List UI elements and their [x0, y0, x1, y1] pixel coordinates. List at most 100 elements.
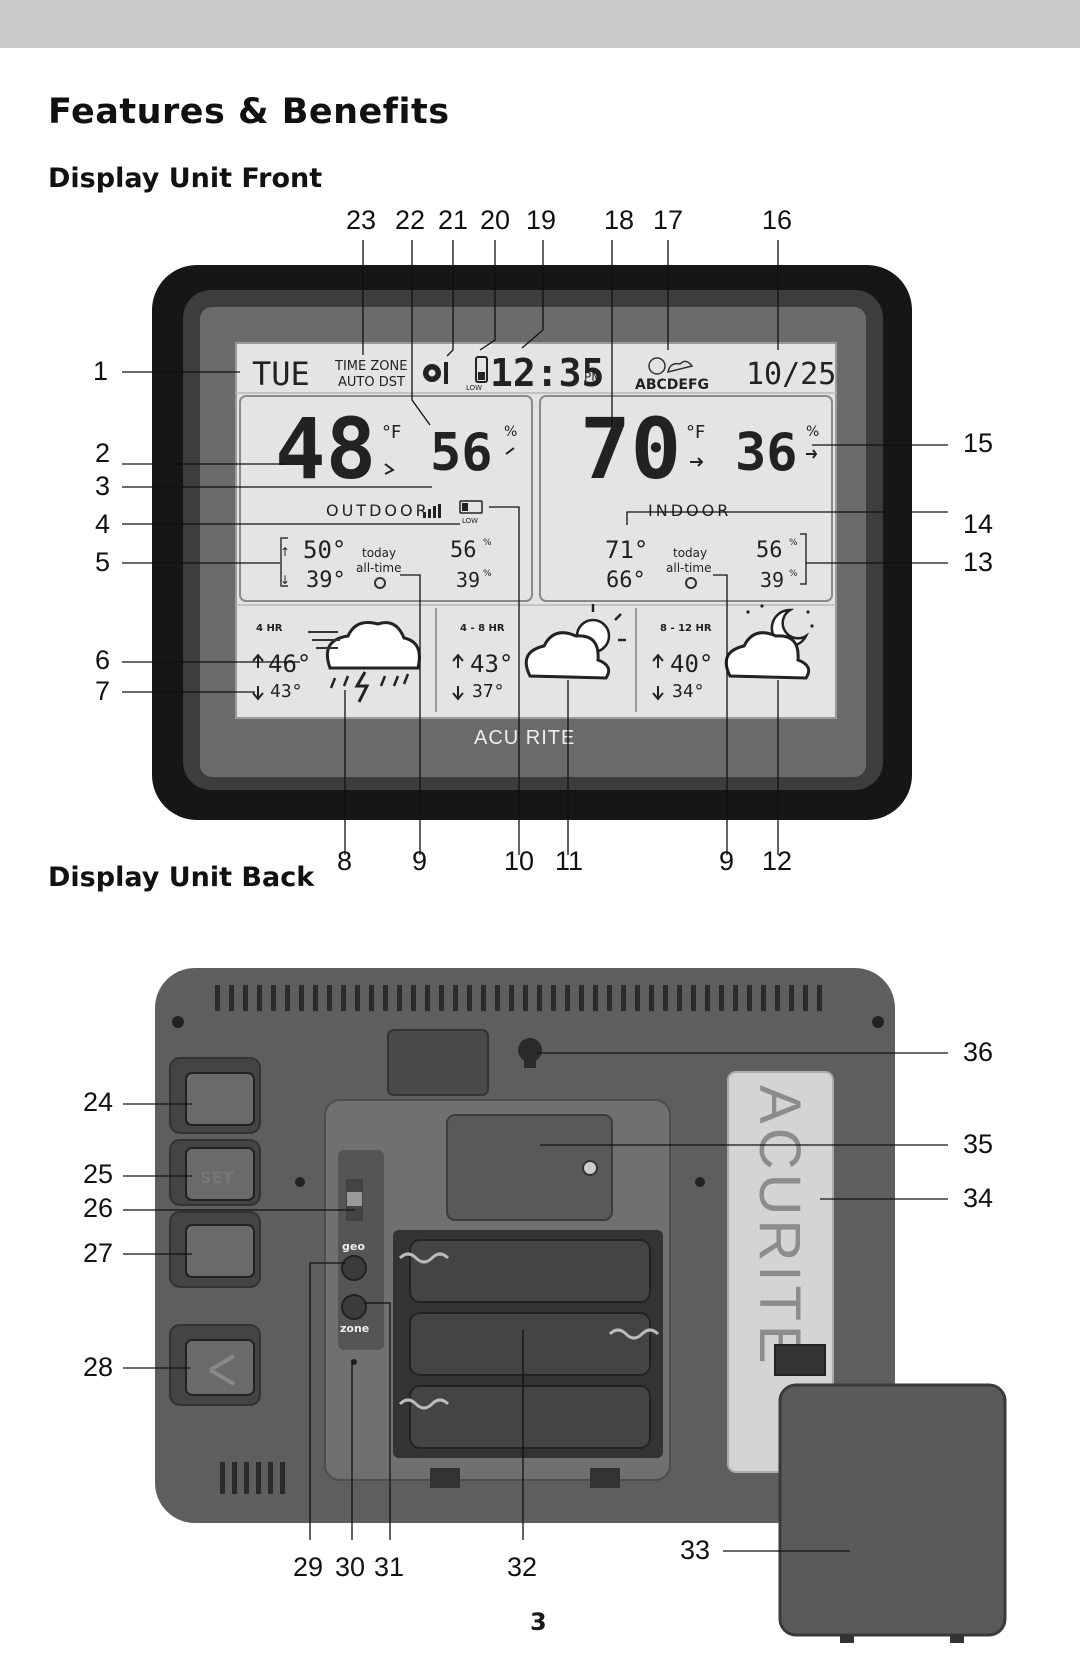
vent-slot [565, 985, 570, 1011]
lcd-forecast1-lo: 43° [270, 681, 303, 702]
callout-4: 4 [95, 509, 111, 539]
lcd-outdoor-hi-hum: 56 [450, 538, 477, 563]
lcd-forecast-letters: ABCDEFG [635, 377, 709, 393]
lcd-sensor-low-text: LOW [462, 517, 478, 525]
vent-slot [341, 985, 346, 1011]
vent-slot [411, 985, 416, 1011]
vent-slot [313, 985, 318, 1011]
lcd-outdoor-lo-hum: 39 [456, 568, 480, 592]
vent-slot [761, 985, 766, 1011]
lcd-outdoor-hum-pct: % [504, 424, 517, 440]
lcd-indoor-lo-temp: 66° [606, 568, 646, 593]
light-icon [208, 1354, 236, 1386]
history-dot-icon-indoor [685, 577, 697, 589]
night-cloudy-icon [724, 604, 814, 680]
callout-10: 10 [504, 846, 535, 876]
vent-slot [649, 985, 654, 1011]
callout-14: 14 [963, 509, 994, 539]
callout-7: 7 [95, 676, 111, 706]
callout-31: 31 [374, 1552, 405, 1582]
callout-25: 25 [83, 1159, 114, 1189]
callout-29: 29 [293, 1552, 324, 1582]
lcd-indoor-temp: 70 [580, 400, 681, 498]
vent-slot [579, 985, 584, 1011]
vent-slot [285, 985, 290, 1011]
battery-low-icon-sensor [459, 500, 483, 514]
lcd-indoor-lo-hum: 39 [760, 568, 784, 592]
section-heading-back: Display Unit Back [48, 862, 315, 893]
lcd-auto-dst: AUTO DST [338, 375, 405, 390]
lcd-forecast2-lo: 37° [472, 681, 505, 702]
lcd-outdoor-today: today [362, 546, 396, 560]
lcd-indoor-hum-pct: % [806, 424, 819, 440]
vent-slot [677, 985, 682, 1011]
vent-slot [327, 985, 332, 1011]
lcd-forecast3-hi: 40° [670, 650, 713, 678]
page-title: Features & Benefits [48, 92, 450, 132]
callout-28: 28 [83, 1352, 114, 1382]
geo-button [341, 1255, 367, 1281]
lcd-forecast3-label: 8 - 12 HR [660, 623, 712, 634]
vent-slot [551, 985, 556, 1011]
vent-slot [593, 985, 598, 1011]
lcd-outdoor-label: OUTDOOR [326, 501, 430, 520]
battery-cover-plate [446, 1114, 613, 1221]
geo-label: geo [342, 1240, 365, 1253]
battery-low-icon-top [475, 356, 488, 383]
vent-slot [691, 985, 696, 1011]
vent-slot [397, 985, 402, 1011]
outdoor-hum-trend-icon [505, 447, 515, 455]
callout-9a: 9 [412, 846, 428, 876]
keyhole-mount [518, 1038, 542, 1068]
vent-slot [467, 985, 472, 1011]
vent-slot [299, 985, 304, 1011]
vent-slot [747, 985, 752, 1011]
callout-19: 19 [526, 205, 557, 235]
lcd-indoor-label: INDOOR [648, 501, 731, 520]
lcd-time: 12:35 [490, 351, 604, 395]
vent-slot [635, 985, 640, 1011]
lcd-outdoor-all-time: all-time [356, 561, 401, 575]
callout-16: 16 [762, 205, 793, 235]
callout-11: 11 [555, 846, 584, 876]
light-button [185, 1339, 255, 1396]
callout-9b: 9 [719, 846, 735, 876]
brand-vertical-logo: ACURITE [747, 1085, 812, 1368]
up-button [185, 1072, 255, 1126]
outdoor-lo-arrow-icon: ↓ [280, 573, 290, 587]
outdoor-panel [239, 395, 533, 602]
lcd-outdoor-lo-pct: % [483, 569, 492, 579]
forecast-icon-top [648, 357, 694, 375]
callout-34: 34 [963, 1183, 994, 1213]
callout-8: 8 [337, 846, 353, 876]
lcd-pm: PM [584, 370, 602, 384]
front-callout-lines [122, 240, 948, 855]
vent-slot [719, 985, 724, 1011]
lcd-date: 10/25 [746, 357, 836, 392]
vent-slot [425, 985, 430, 1011]
battery-slots [398, 1239, 660, 1449]
lcd-indoor-all-time: all-time [666, 561, 711, 575]
callout-22: 22 [395, 205, 426, 235]
callout-13: 13 [963, 547, 994, 577]
down-button [185, 1224, 255, 1278]
lcd-forecast2-hi: 43° [470, 650, 513, 678]
back-vents-bottom [220, 1462, 285, 1494]
vent-slot [663, 985, 668, 1011]
vent-slot [383, 985, 388, 1011]
back-callout-lines [123, 1052, 948, 1552]
front-brand-logo: ACU RITE [474, 727, 575, 749]
vent-slot [537, 985, 542, 1011]
zone-label: zone [340, 1322, 369, 1335]
lcd-forecast3-lo: 34° [672, 681, 705, 702]
zone-button [341, 1294, 367, 1320]
callout-35: 35 [963, 1129, 994, 1159]
set-button-label: SET [200, 1168, 233, 1187]
callout-23: 23 [346, 205, 377, 235]
vent-slot [607, 985, 612, 1011]
callout-15: 15 [963, 428, 994, 458]
lcd-outdoor-hi-pct: % [483, 538, 492, 548]
callout-27: 27 [83, 1238, 114, 1268]
